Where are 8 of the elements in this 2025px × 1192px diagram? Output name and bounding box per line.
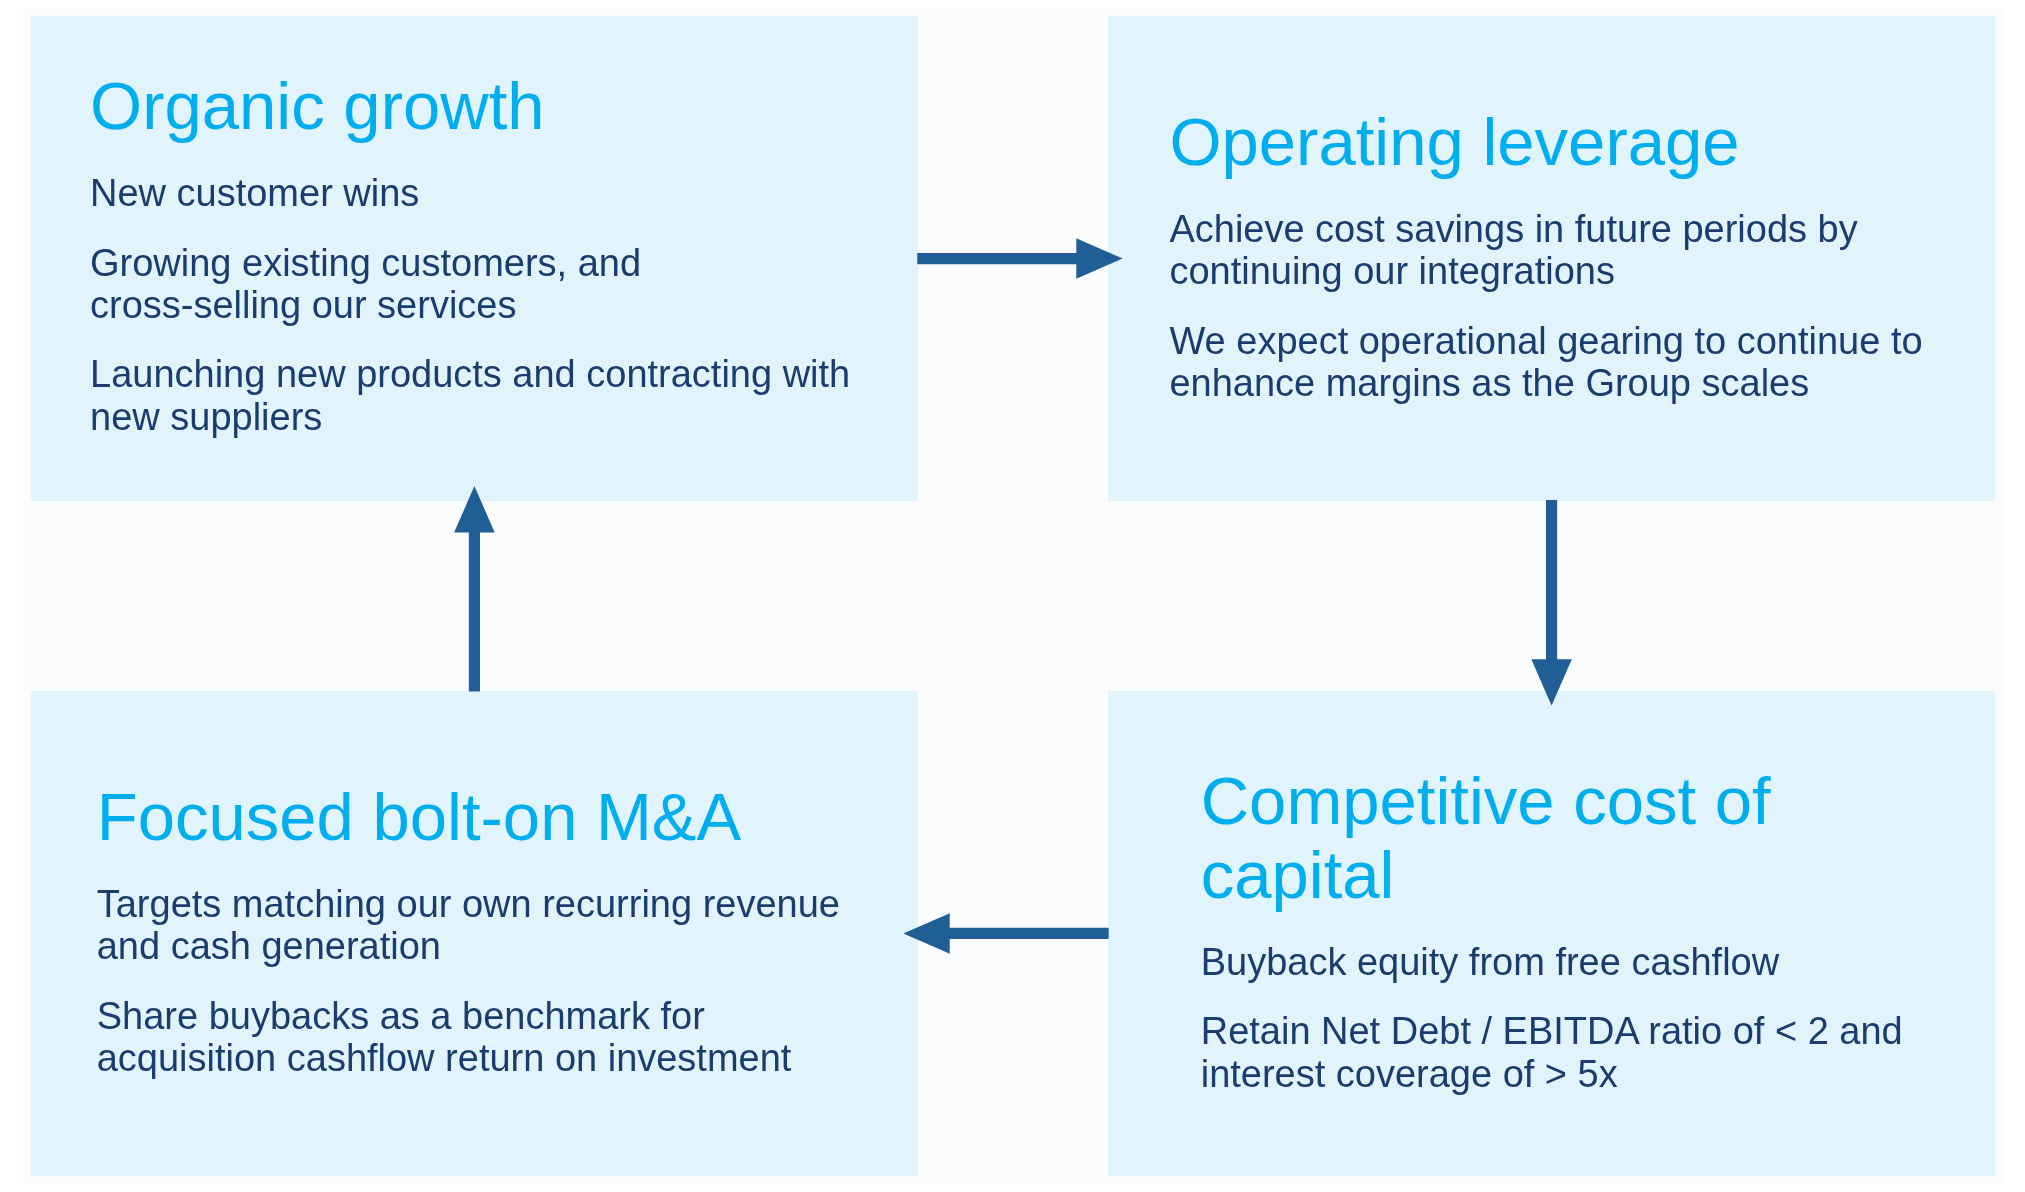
arrow <box>902 913 1109 954</box>
node-box: Organic growth New customer wins Growing existing customers, and cross-selling our services Launching new products and contracting with new suppliers <box>30 16 918 502</box>
arrow <box>1530 500 1572 706</box>
arrow <box>453 486 495 692</box>
node-box: Competitive cost of capital Buyback equity from free cashflow Retain Net Debt / EBITDA ratio of < 2 and interest coverage of > 5x <box>1107 690 1995 1176</box>
node-box: Operating leverage Achieve cost savings in future periods by continuing our integrations We expect operational gearing to continue to enhance margins as the Group scales <box>1107 16 1995 502</box>
node-box: Focused bolt-on M&A Targets matching our own recurring revenue and cash generation Share buybacks as a benchmark for acquisition cashflow return on investment <box>30 690 918 1176</box>
arrow <box>916 238 1123 279</box>
